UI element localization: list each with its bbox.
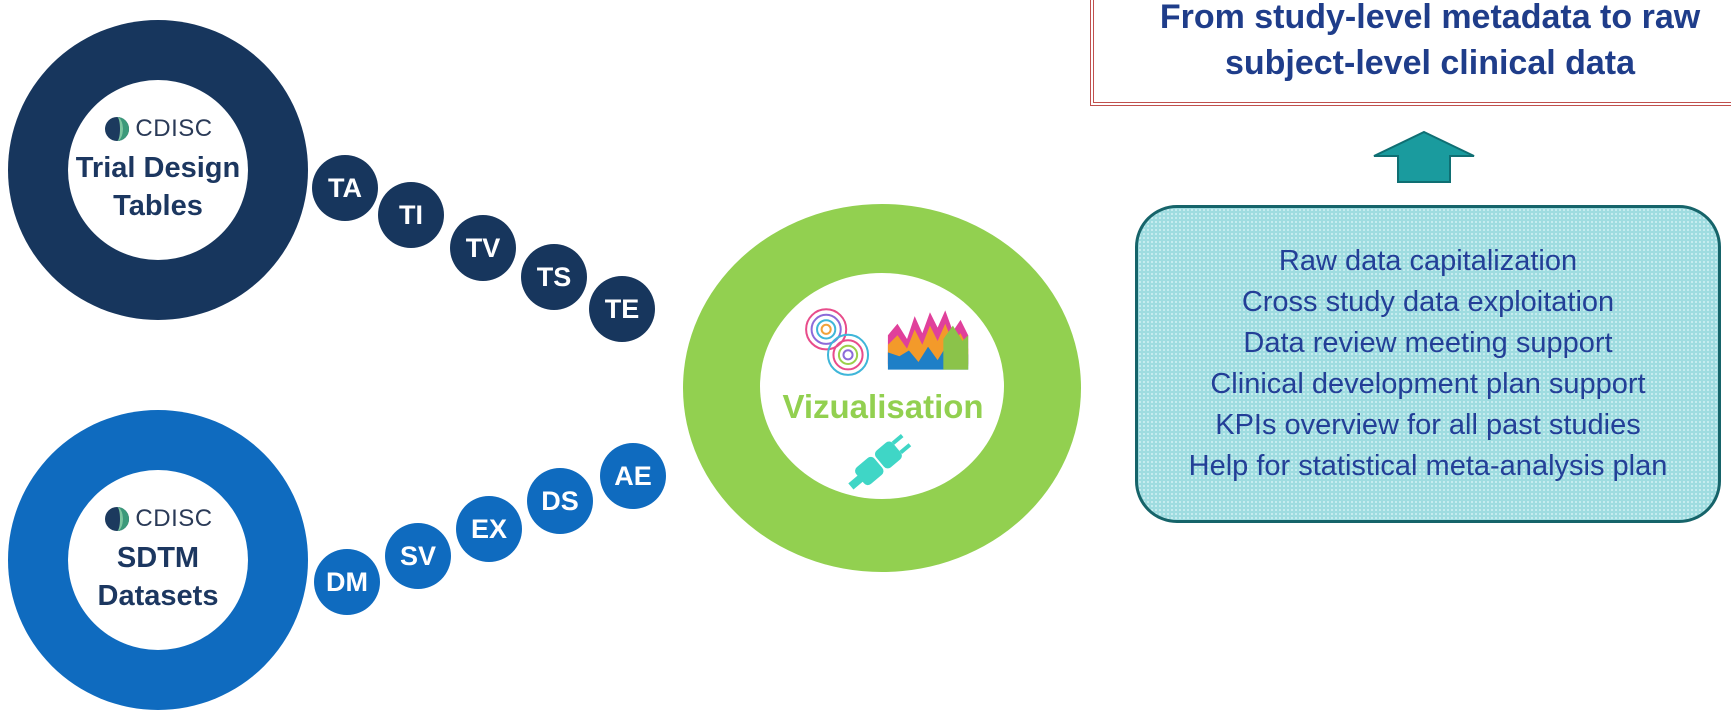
benefit-item: Help for statistical meta-analysis plan	[1188, 450, 1668, 482]
cdisc-logo-text: CDISC	[135, 115, 213, 142]
trial-design-center: CDISC Trial Design Tables	[68, 80, 248, 260]
table-bubble-ts: TS	[521, 244, 587, 310]
visualisation-label: Vizualisation	[782, 388, 984, 425]
benefit-item: Cross study data exploitation	[1241, 286, 1615, 318]
benefit-item: Data review meeting support	[1243, 327, 1613, 359]
title-line2: subject-level clinical data	[1224, 44, 1636, 82]
table-bubble-tv: TV	[450, 215, 516, 281]
title-line1: From study-level metadata to raw	[1159, 0, 1701, 36]
trial-design-title-line2: Tables	[113, 190, 203, 222]
sdtm-title-line1: SDTM	[116, 542, 200, 574]
dataset-bubble-sv: SV	[385, 523, 451, 589]
dataset-bubble-dm: DM	[314, 549, 380, 615]
cdisc-logo: CDISC	[103, 505, 212, 533]
sdtm-center: CDISC SDTM Datasets	[68, 470, 248, 650]
cdisc-globe-icon	[105, 507, 130, 531]
dataset-bubble-ex: EX	[456, 496, 522, 562]
cdisc-logo: CDISC	[103, 115, 212, 143]
dataset-bubble-ae: AE	[600, 443, 666, 509]
cdisc-globe-icon	[105, 117, 130, 141]
plug-connector-icon	[848, 434, 912, 490]
dataset-bubble-ds: DS	[527, 468, 593, 534]
sdtm-title-line2: Datasets	[97, 580, 219, 612]
spiral-logo-icon	[805, 308, 870, 376]
benefit-item: Raw data capitalization	[1278, 245, 1578, 277]
benefit-item: KPIs overview for all past studies	[1215, 409, 1641, 441]
trial-design-title-line1: Trial Design	[75, 152, 241, 184]
title-box	[1090, 0, 1731, 106]
table-bubble-ta: TA	[312, 155, 378, 221]
benefits-box: Raw data capitalization Cross study data…	[1135, 205, 1721, 523]
table-bubble-te: TE	[589, 276, 655, 342]
area-chart-icon	[887, 310, 969, 370]
title-text: From study-level metadata to raw subject…	[1110, 0, 1731, 86]
table-bubble-ti: TI	[378, 182, 444, 248]
benefit-item: Clinical development plan support	[1210, 368, 1646, 400]
up-arrow-icon	[1373, 130, 1475, 183]
cdisc-logo-text: CDISC	[135, 505, 213, 532]
